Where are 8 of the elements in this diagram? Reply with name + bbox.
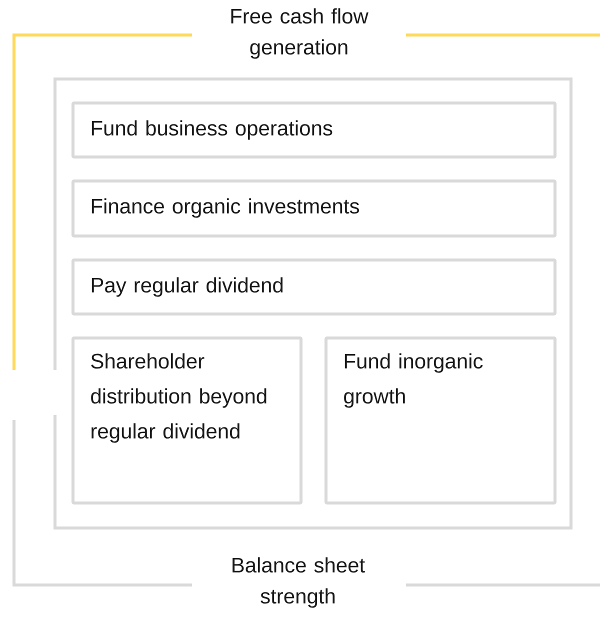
text-box: Finance organic investments xyxy=(72,180,556,238)
footer-label: Balance sheet strength xyxy=(232,557,365,608)
text-box: Fund business operations xyxy=(72,102,556,158)
text-box: Fund inorganic growth xyxy=(324,336,556,504)
text-box: Pay regular dividend xyxy=(72,258,556,316)
text-box: Shareholder distribution beyond regular dividend xyxy=(72,336,302,504)
heading: Free cash flow generation xyxy=(231,8,368,59)
container-box xyxy=(54,78,572,530)
